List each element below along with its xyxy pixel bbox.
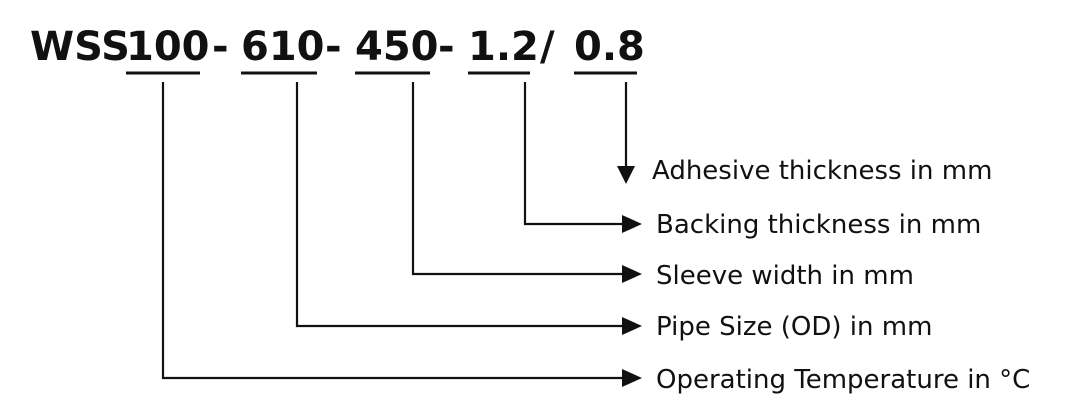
code-prefix: WSS <box>30 24 130 70</box>
code-segment-backing-thickness: 1.2 <box>468 24 539 70</box>
code-segment-adhesive-thickness: 0.8 <box>574 24 645 70</box>
arrow-down-icon <box>617 166 635 184</box>
labels: Adhesive thickness in mm Backing thickne… <box>652 156 1030 395</box>
label-pipe-size: Pipe Size (OD) in mm <box>656 312 932 342</box>
connector-sleeve-width <box>411 82 624 276</box>
separator-1: - <box>212 24 229 70</box>
label-temperature: Operating Temperature in °C <box>656 365 1030 395</box>
code-segment-temperature: 100 <box>126 24 210 70</box>
arrow-right-icon <box>622 317 642 335</box>
connector-temperature <box>161 82 624 380</box>
code-segment-pipe-size: 610 <box>241 24 325 70</box>
arrow-right-icon <box>622 369 642 387</box>
connector-lines <box>161 82 642 387</box>
separator-2: - <box>325 24 342 70</box>
connector-backing-thickness <box>523 82 624 226</box>
separator-4: / <box>540 24 555 70</box>
label-adhesive-thickness: Adhesive thickness in mm <box>652 156 992 186</box>
connector-pipe-size <box>295 82 624 328</box>
code-segment-sleeve-width: 450 <box>355 24 439 70</box>
arrow-right-icon <box>622 265 642 283</box>
separator-3: - <box>438 24 455 70</box>
product-code: WSS 100 - 610 - 450 - 1.2 / 0.8 <box>30 24 645 75</box>
arrow-right-icon <box>622 215 642 233</box>
label-backing-thickness: Backing thickness in mm <box>656 210 981 240</box>
label-sleeve-width: Sleeve width in mm <box>656 261 914 291</box>
